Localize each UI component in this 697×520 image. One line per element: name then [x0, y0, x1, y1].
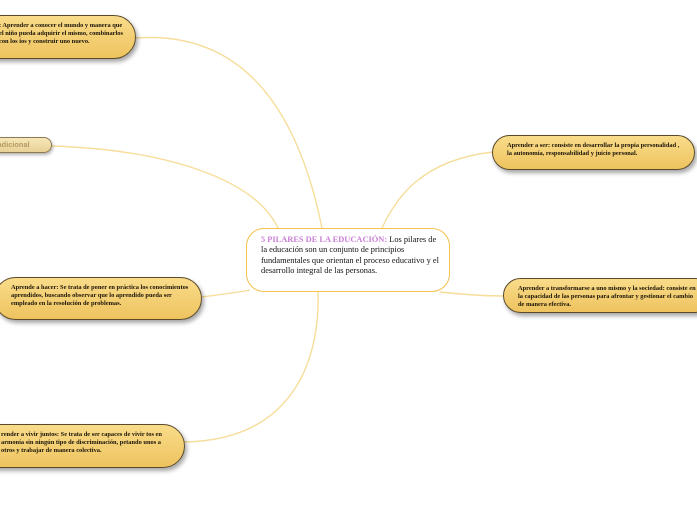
connector-ser [381, 151, 494, 229]
central-topic-title: 5 PILARES DE LA EDUCACIÓN: [261, 235, 388, 244]
topic-aprender-a-conocer[interactable]: : Aprender a conocer el mundo y manera q… [0, 15, 136, 59]
topic-aprender-a-ser[interactable]: Aprender a ser: consiste en desarrollar … [492, 135, 695, 170]
topic-text: : Aprender a conocer el mundo y manera q… [0, 22, 123, 46]
topic-aprender-a-transformarse[interactable]: Aprender a transformarse a uno mismo y l… [503, 278, 697, 313]
central-topic[interactable]: 5 PILARES DE LA EDUCACIÓN: Los pilares d… [246, 228, 450, 292]
topic-text: render a vivir juntos: Se trata de ser c… [1, 431, 162, 455]
topic-aprende-a-hacer[interactable]: Aprende a hacer: Se trata de poner en pr… [0, 277, 202, 320]
connector-convivir [183, 291, 319, 443]
topic-text: Aprender a ser: consiste en desarrollar … [507, 142, 680, 158]
topic-text: Aprende a hacer: Se trata de poner en pr… [11, 284, 189, 308]
connector-transformarse [439, 291, 505, 297]
connector-conocer [135, 36, 323, 229]
connector-hacer [201, 289, 251, 298]
connector-extra [51, 145, 279, 229]
central-topic-text: Los pilares de la educación son un conju… [261, 235, 439, 276]
additional-topic-label: n adicional [0, 140, 30, 149]
additional-topic[interactable]: n adicional [0, 137, 52, 153]
topic-text: Aprender a transformarse a uno mismo y l… [518, 285, 696, 309]
topic-aprender-a-vivir-juntos[interactable]: render a vivir juntos: Se trata de ser c… [0, 424, 185, 468]
